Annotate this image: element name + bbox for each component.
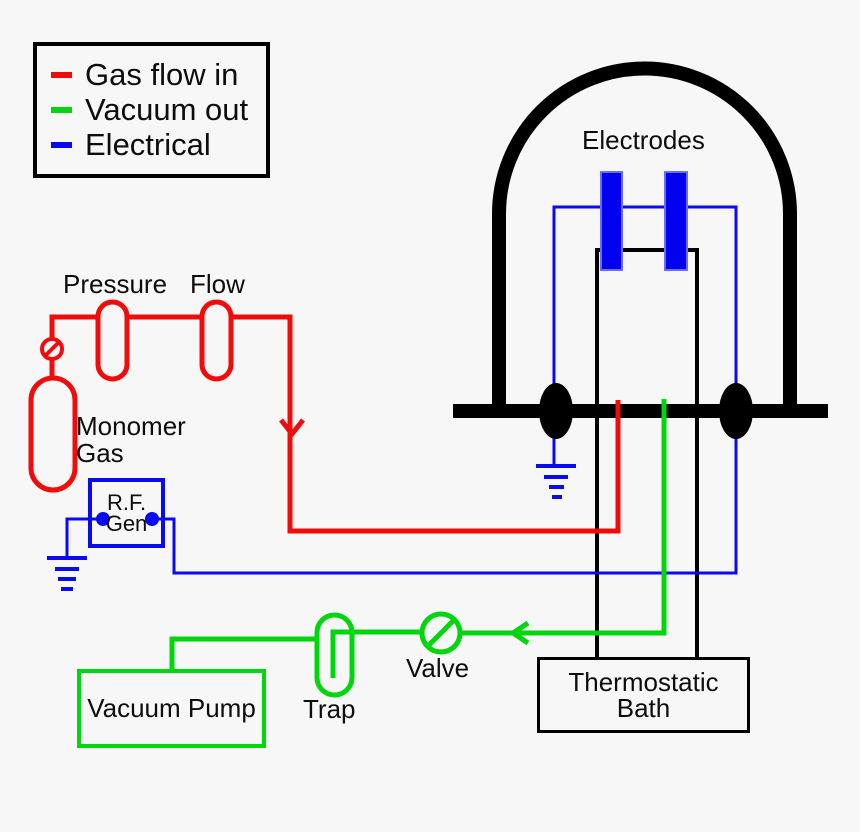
gas-regulator-valve-icon: [40, 337, 64, 361]
pump-to-trap-line: [169, 636, 319, 669]
left-feedthrough: [539, 383, 573, 439]
trap-inner-tube: [330, 629, 421, 678]
gas-flow-arrow: [279, 418, 305, 439]
right-electrode: [664, 171, 688, 271]
flow-meter-icon: [199, 299, 234, 382]
gas-flow-line: [49, 314, 621, 534]
legend-item-gas-flow: Gas flow in: [37, 57, 266, 92]
legend-label-vacuum: Vacuum out: [85, 92, 249, 127]
right-feedthrough: [719, 383, 753, 439]
gas-flow-swatch: [51, 71, 72, 78]
thermostatic-bath-label-line1: Thermostatic: [568, 667, 719, 697]
rf-terminal-right: [145, 512, 159, 526]
legend-item-electrical: Electrical: [37, 127, 266, 162]
valve-label: Valve: [406, 653, 470, 683]
pressure-label: Pressure: [63, 269, 168, 299]
pressure-gauge-icon: [95, 299, 130, 382]
flow-label: Flow: [190, 269, 245, 299]
rf-terminal-left: [96, 512, 110, 526]
vacuum-pump-label: Vacuum Pump: [87, 693, 256, 723]
electrical-swatch: [51, 141, 72, 148]
legend-label-electrical: Electrical: [85, 127, 211, 162]
vacuum-flow-arrow: [508, 620, 530, 646]
vacuum-pump-box: Vacuum Pump: [77, 669, 266, 748]
monomer-gas-label-line2: Gas: [76, 438, 124, 468]
trap-label: Trap: [303, 694, 356, 724]
thermostatic-bath-box: Thermostatic Bath: [537, 657, 750, 733]
monomer-gas-label: Monomer Gas: [76, 413, 186, 467]
chamber-ground-symbol: [536, 464, 576, 499]
monomer-gas-cylinder-icon: [28, 375, 78, 493]
electrodes-label: Electrodes: [582, 125, 705, 155]
legend-box: Gas flow in Vacuum out Electrical: [33, 42, 270, 178]
rf-generator-label-line2: Gen: [105, 511, 148, 536]
legend-label-gas-flow: Gas flow in: [85, 57, 239, 92]
electrode-wire: [152, 205, 738, 575]
valve-icon: [419, 611, 463, 655]
chamber-to-valve-line: [460, 399, 667, 636]
vacuum-swatch: [51, 106, 72, 113]
bell-jar-outline: [492, 61, 797, 406]
sample-support-frame: [595, 248, 699, 657]
rf-generator-box: R.F. Gen: [88, 478, 165, 548]
rf-ground-symbol: [47, 556, 87, 591]
monomer-gas-label-line1: Monomer: [76, 411, 186, 441]
rf-generator-label-line1: R.F.: [106, 490, 147, 515]
left-electrode: [600, 171, 623, 271]
legend-item-vacuum: Vacuum out: [37, 92, 266, 127]
thermostatic-bath-label-line2: Bath: [616, 693, 671, 723]
